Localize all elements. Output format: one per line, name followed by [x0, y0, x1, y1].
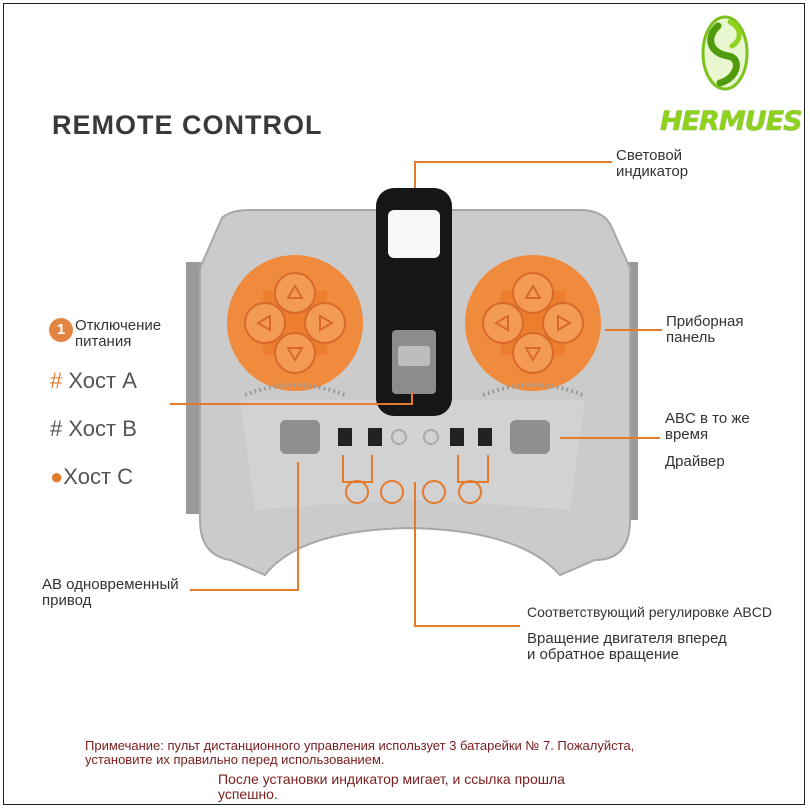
- slider-knob[interactable]: [398, 346, 430, 366]
- label-dashboard: Приборная панель: [666, 313, 744, 346]
- panel-inset: [240, 400, 585, 510]
- label-ab-drive: AB одновременный привод: [42, 576, 179, 609]
- hash-icon: #: [50, 368, 63, 393]
- left-dial[interactable]: [227, 255, 363, 391]
- switch-3[interactable]: [450, 428, 464, 446]
- logo-text: HERMUES: [660, 106, 803, 137]
- label-light-indicator: Световой индикатор: [616, 147, 689, 180]
- indicator-note: После установки индикатор мигает, и ссыл…: [218, 771, 565, 802]
- indicator-light: [388, 210, 440, 258]
- port-circle-2: [380, 480, 404, 504]
- ab-button[interactable]: [280, 420, 320, 454]
- label-host-c: Хост С: [63, 464, 134, 489]
- switch-2[interactable]: [368, 428, 382, 446]
- label-host-b: Хост В: [68, 416, 137, 441]
- abc-button[interactable]: [510, 420, 550, 454]
- label-host-c-row: ●Хост С: [50, 464, 133, 490]
- left-dial-ticks: [244, 383, 346, 397]
- label-host-b-row: # Хост В: [50, 416, 137, 442]
- label-motor-rotation: Вращение двигателя вперед и обратное вра…: [527, 630, 727, 663]
- battery-note: Примечание: пульт дистанционного управле…: [85, 738, 635, 767]
- switch-1[interactable]: [338, 428, 352, 446]
- right-dial-ticks: [482, 383, 584, 397]
- power-off-badge: 1: [49, 318, 73, 342]
- hash-icon: #: [50, 416, 63, 441]
- label-abcd-adjust: Соответствующий регулировке ABCD: [527, 604, 772, 620]
- label-driver: Драйвер: [665, 453, 725, 470]
- led-left: [391, 429, 407, 445]
- right-dial[interactable]: [465, 255, 601, 391]
- label-abc-same-time: ABC в то же время: [665, 410, 750, 443]
- label-power-off: Отключение питания: [75, 317, 162, 350]
- label-host-a-row: # Хост А: [50, 368, 137, 394]
- switch-4[interactable]: [478, 428, 492, 446]
- hermues-logo: [701, 15, 749, 91]
- callout-lines: [170, 161, 662, 627]
- page-title: REMOTE CONTROL: [52, 110, 323, 140]
- image-frame: [3, 3, 805, 805]
- port-circle-3: [422, 480, 446, 504]
- led-right: [423, 429, 439, 445]
- label-host-a: Хост А: [68, 368, 137, 393]
- bullet-icon: ●: [50, 464, 64, 489]
